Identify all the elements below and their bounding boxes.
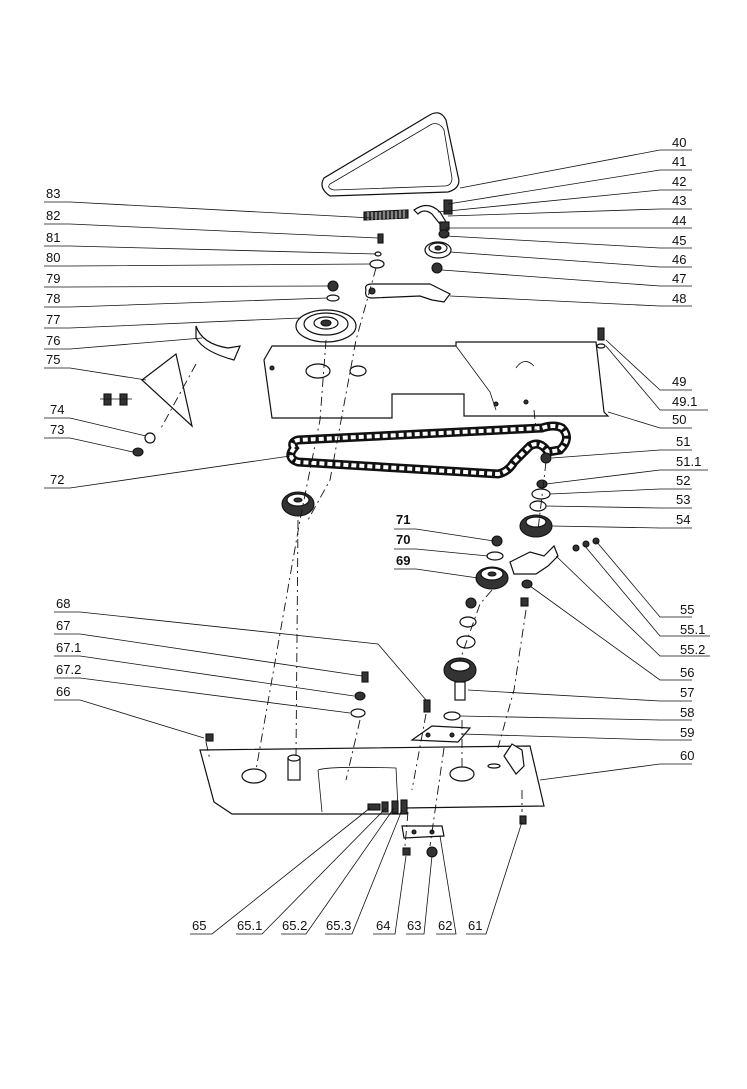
callout-56: 56 — [680, 665, 694, 680]
callout-49: 49 — [672, 374, 686, 389]
callout-68: 68 — [56, 596, 70, 611]
callout-55: 55 — [680, 602, 694, 617]
callout-41: 41 — [672, 154, 686, 169]
callout-64: 64 — [376, 918, 390, 933]
callout-65-2: 65.2 — [282, 918, 307, 933]
part-59-plate — [410, 725, 472, 743]
part-78-79-nut-washer — [326, 280, 340, 302]
callout-51: 51 — [676, 434, 690, 449]
callout-79: 79 — [46, 271, 60, 286]
part-56-spacer — [520, 597, 529, 607]
callout-73: 73 — [50, 422, 64, 437]
callout-51-1: 51.1 — [676, 454, 701, 469]
callout-75: 75 — [46, 352, 60, 367]
part-75-cover — [100, 352, 194, 428]
callout-63: 63 — [407, 918, 421, 933]
callout-67-1: 67.1 — [56, 640, 81, 655]
callout-77: 77 — [46, 312, 60, 327]
callout-43: 43 — [672, 193, 686, 208]
part-65-bolt-assembly — [367, 799, 408, 815]
callout-54: 54 — [676, 512, 690, 527]
callout-46: 46 — [672, 252, 686, 267]
part-50-upper-plate — [263, 341, 610, 419]
callout-62: 62 — [438, 918, 452, 933]
part-52-54-gear-stack — [519, 479, 553, 538]
callout-82: 82 — [46, 208, 60, 223]
callout-78: 78 — [46, 291, 60, 306]
callout-74: 74 — [50, 402, 64, 417]
callout-53: 53 — [676, 492, 690, 507]
callout-49-1: 49.1 — [672, 394, 697, 409]
callout-55-1: 55.1 — [680, 622, 705, 637]
callout-66: 66 — [56, 684, 70, 699]
callout-65-3: 65.3 — [326, 918, 351, 933]
assembly-center-lines — [159, 267, 547, 847]
callout-81: 81 — [46, 230, 60, 245]
callout-44: 44 — [672, 213, 686, 228]
part-41-43-bolt-lever — [413, 199, 453, 231]
part-74 — [144, 432, 156, 444]
callout-labels: 40 41 42 43 44 45 46 47 48 83 82 81 80 7… — [46, 135, 705, 933]
part-49-bolt — [596, 327, 606, 349]
part-76-guard — [195, 325, 241, 361]
part-66 — [205, 733, 214, 742]
part-81-82-bolt — [374, 233, 384, 257]
callout-69: 69 — [396, 553, 410, 568]
callout-42: 42 — [672, 174, 686, 189]
part-72-chain — [286, 421, 571, 479]
part-48-tension-arm — [365, 283, 451, 303]
callout-67: 67 — [56, 618, 70, 633]
callout-45: 45 — [672, 233, 686, 248]
callout-65: 65 — [192, 918, 206, 933]
part-69-sprocket — [475, 566, 509, 590]
part-51-nut — [540, 452, 552, 464]
part-56 — [521, 579, 533, 589]
leader-lines — [44, 149, 710, 935]
callout-60: 60 — [680, 748, 694, 763]
part-80-washer — [369, 259, 385, 269]
part-left-sprocket — [281, 491, 315, 517]
part-47-nut — [431, 262, 443, 274]
part-67-bolt-stack — [350, 671, 369, 718]
callout-61: 61 — [468, 918, 482, 933]
callout-57: 57 — [680, 685, 694, 700]
callout-67-2: 67.2 — [56, 662, 81, 677]
part-77-pulley — [295, 309, 357, 343]
callout-40: 40 — [672, 135, 686, 150]
callout-50: 50 — [672, 412, 686, 427]
part-70-washer — [486, 551, 504, 561]
callout-83: 83 — [46, 186, 60, 201]
part-73 — [132, 447, 144, 457]
part-63 — [426, 846, 438, 858]
callout-76: 76 — [46, 333, 60, 348]
part-58-washer — [443, 711, 461, 721]
callout-58: 58 — [680, 705, 694, 720]
part-64 — [402, 847, 411, 856]
callout-80: 80 — [46, 250, 60, 265]
part-68-bolt — [423, 699, 431, 713]
callout-70: 70 — [396, 532, 410, 547]
callout-72: 72 — [50, 472, 64, 487]
part-44-46-pulley — [424, 229, 452, 259]
callout-52: 52 — [676, 473, 690, 488]
callout-65-1: 65.1 — [237, 918, 262, 933]
part-62-63-plate — [401, 825, 445, 839]
part-83-spring — [363, 209, 409, 221]
part-40-belt — [321, 112, 460, 197]
callout-71: 71 — [396, 512, 410, 527]
callout-47: 47 — [672, 271, 686, 286]
callout-48: 48 — [672, 291, 686, 306]
part-57-gear — [443, 657, 477, 701]
callout-55-2: 55.2 — [680, 642, 705, 657]
part-61 — [519, 815, 527, 825]
callout-59: 59 — [680, 725, 694, 740]
part-55-bracket — [509, 537, 600, 575]
